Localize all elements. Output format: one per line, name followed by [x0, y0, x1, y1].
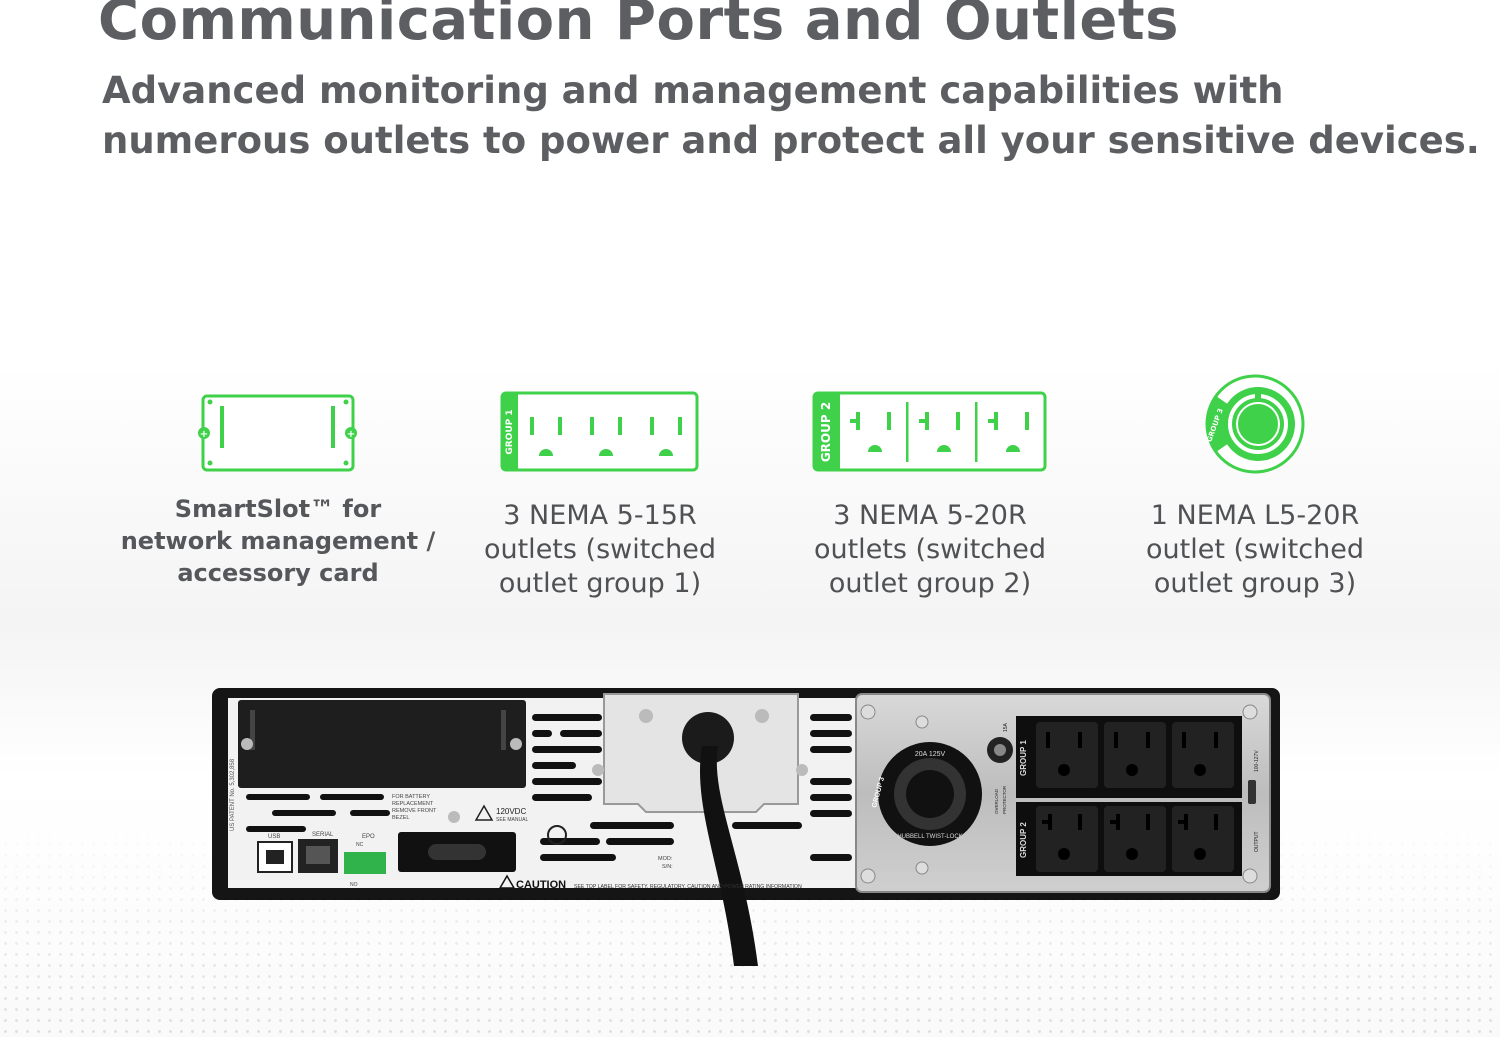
nema-l5-20r-twistlock-icon: GROUP 3: [1205, 374, 1305, 474]
twistlock-rating: 20A 125V: [915, 751, 946, 758]
screw: [796, 764, 808, 776]
nema-5-20r-receptacle[interactable]: [1104, 806, 1166, 872]
nc-label: NC: [356, 842, 364, 848]
battery-note-line: FOR BATTERY: [392, 794, 430, 800]
page-subtitle: Advanced monitoring and management capab…: [102, 66, 1480, 166]
screw: [1242, 704, 1258, 720]
caution-note: SEE TOP LABEL FOR SAFETY, REGULATORY, CA…: [574, 884, 802, 890]
nema-l5-20r-caption: 1 NEMA L5-20R outlet (switched outlet gr…: [1115, 499, 1395, 601]
mod-label: MOD:: [658, 856, 673, 862]
screw: [915, 715, 929, 729]
twistlock-brand: HUBBELL TWIST-LOCK: [897, 834, 962, 840]
output-indicator: [1248, 780, 1256, 804]
breaker-rating: 15A: [1003, 722, 1009, 732]
patent-label: US PATENT No. 5,302,858: [230, 758, 236, 831]
screw: [448, 811, 460, 823]
nema-5-20r-receptacle[interactable]: [1036, 806, 1098, 872]
recycle-icon: [547, 825, 567, 845]
caption-line: network management /: [120, 527, 436, 555]
serial-label: SERIAL: [312, 832, 334, 838]
page-title: Communication Ports and Outlets: [98, 0, 1179, 53]
screw: [860, 704, 876, 720]
caption-line: SmartSlot™ for: [174, 495, 382, 523]
caption-line: outlets (switched: [483, 534, 717, 565]
screw: [592, 764, 604, 776]
nema-5-15r-caption: 3 NEMA 5-15R outlets (switched outlet gr…: [460, 499, 740, 601]
subtitle-line-2: numerous outlets to power and protect al…: [102, 119, 1480, 162]
nema-5-15r-receptacle[interactable]: [1172, 722, 1234, 788]
caption-line: outlet group 3): [1153, 568, 1357, 599]
caption-line: outlets (switched: [813, 534, 1047, 565]
screw: [915, 861, 929, 875]
battery-note-line: REMOVE FRONT: [392, 808, 437, 814]
output-label: OUTPUT: [1254, 831, 1260, 852]
caution-label: CAUTION: [516, 879, 566, 891]
caution-triangle-icon: [498, 874, 516, 889]
caption-line: accessory card: [177, 559, 379, 587]
screw: [1242, 868, 1258, 884]
svg-text:+: +: [200, 429, 208, 440]
overload-label: OVERLOAD: [994, 788, 999, 814]
no-label: NO: [350, 882, 358, 888]
feature-nema-5-20r: GROUP 2 3 NEMA 5-20R outlets (switched o…: [790, 390, 1070, 601]
screw: [241, 738, 253, 750]
warning-triangle-icon: [474, 804, 494, 821]
nema-5-20r-outlet-icon: GROUP 2: [812, 391, 1047, 472]
nema-5-20r-receptacle[interactable]: [1172, 806, 1234, 872]
caption-line: outlet group 1): [498, 568, 702, 599]
group-badge-text: GROUP 2: [819, 402, 833, 462]
vent-slots: [246, 794, 390, 832]
voltage-range-label: 100-127V: [1254, 750, 1260, 772]
group1-label: GROUP 1: [1019, 740, 1028, 776]
feature-smartslot: + + SmartSlot™ for network management / …: [118, 392, 438, 589]
dc-voltage-label: 120VDC: [496, 807, 526, 816]
battery-note-line: BEZEL: [392, 815, 409, 821]
subtitle-line-1: Advanced monitoring and management capab…: [102, 69, 1284, 112]
ups-rear-panel: US PATENT No. 5,302,858 USB SERIAL EPO N…: [212, 688, 1280, 966]
svg-text:+: +: [347, 429, 355, 440]
screw: [639, 709, 653, 723]
see-manual-label: SEE MANUAL: [496, 817, 528, 823]
sn-label: S/N:: [662, 864, 673, 870]
caption-line: outlet (switched: [1146, 534, 1364, 565]
nema-5-15r-receptacle[interactable]: [1036, 722, 1098, 788]
caption-line: 3 NEMA 5-20R: [833, 500, 1027, 531]
cord-strain-relief: [682, 712, 734, 764]
usb-label: USB: [268, 834, 280, 840]
smartslot-slot: [238, 700, 526, 788]
smartslot-caption: SmartSlot™ for network management / acce…: [118, 493, 438, 589]
caption-line: 1 NEMA L5-20R: [1150, 500, 1360, 531]
epo-label: EPO: [362, 834, 375, 840]
power-cord: [699, 746, 758, 966]
nema-5-15r-receptacle[interactable]: [1104, 722, 1166, 788]
feature-nema-5-15r: GROUP 1 3 NEMA 5-15R outlets (switched o…: [460, 390, 740, 601]
group2-label: GROUP 2: [1019, 822, 1028, 858]
nema-5-20r-caption: 3 NEMA 5-20R outlets (switched outlet gr…: [790, 499, 1070, 601]
screw: [860, 868, 876, 884]
screw: [510, 738, 522, 750]
feature-nema-l5-20r: GROUP 3 1 NEMA L5-20R outlet (switched o…: [1115, 372, 1395, 601]
caption-line: outlet group 2): [828, 568, 1032, 599]
smartslot-card-icon: + +: [198, 394, 357, 472]
protector-label: PROTECTOR: [1002, 785, 1007, 814]
battery-note-line: REPLACEMENT: [392, 801, 434, 807]
group-badge-text: GROUP 1: [505, 409, 515, 454]
center-vents: [532, 714, 852, 861]
nema-5-15r-outlet-icon: GROUP 1: [500, 391, 699, 472]
epo-connector[interactable]: [344, 852, 386, 874]
screw: [755, 709, 769, 723]
caption-line: 3 NEMA 5-15R: [503, 500, 697, 531]
